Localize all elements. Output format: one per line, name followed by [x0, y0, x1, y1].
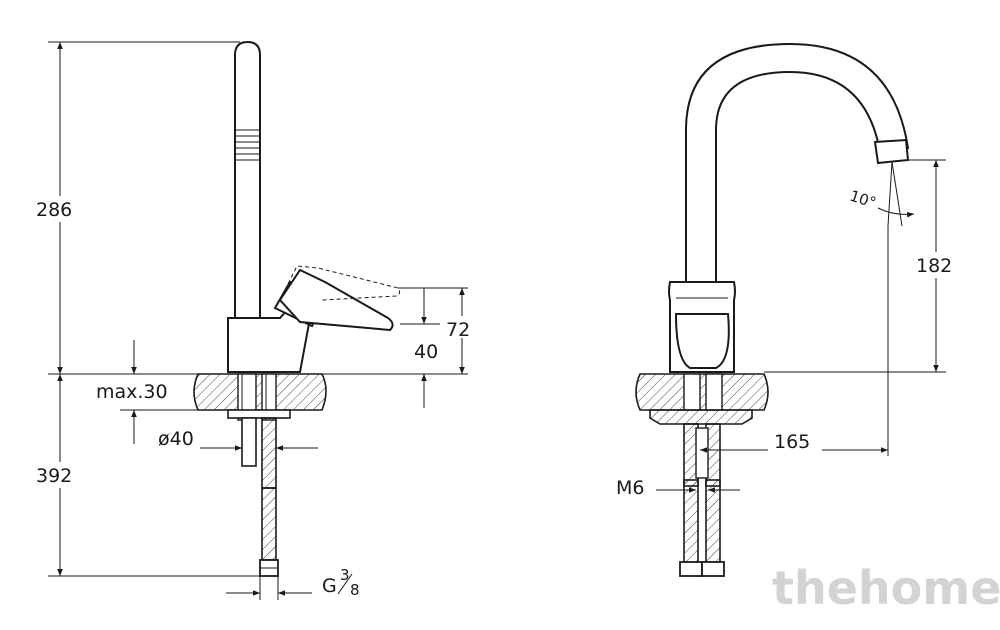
dim-connection-den: 8	[350, 581, 360, 599]
dim-connection-g: G	[322, 575, 337, 597]
dim-286: 286	[36, 199, 72, 221]
dim-72: 72	[446, 319, 470, 341]
lever-raised-outline	[284, 265, 401, 301]
dim-connection-num: 3	[340, 566, 350, 584]
dim-182: 182	[916, 255, 952, 277]
dim-392: 392	[36, 465, 72, 487]
counter-slab-right	[635, 373, 769, 411]
counter-slab-left	[193, 373, 327, 411]
spout-tube	[234, 40, 261, 319]
dim-max30: max.30	[96, 381, 168, 403]
right-dimensions: 182 10° 165 M6	[616, 159, 960, 499]
dim-40: 40	[414, 341, 438, 363]
side-view	[193, 40, 401, 577]
watermark-logo: thehome	[772, 561, 1000, 615]
front-lever	[674, 313, 730, 369]
left-dimensions: 286 392 max.30 ø40 G 3 8 72 40	[28, 41, 474, 600]
dim-angle10: 10°	[847, 187, 878, 212]
dim-diameter40: ø40	[158, 428, 194, 450]
front-view	[635, 42, 910, 577]
dim-m6: M6	[616, 477, 644, 499]
dim-165: 165	[774, 431, 810, 453]
lever-handle	[278, 268, 394, 332]
spout-nozzle	[873, 138, 910, 165]
swan-neck-spout	[685, 42, 910, 283]
